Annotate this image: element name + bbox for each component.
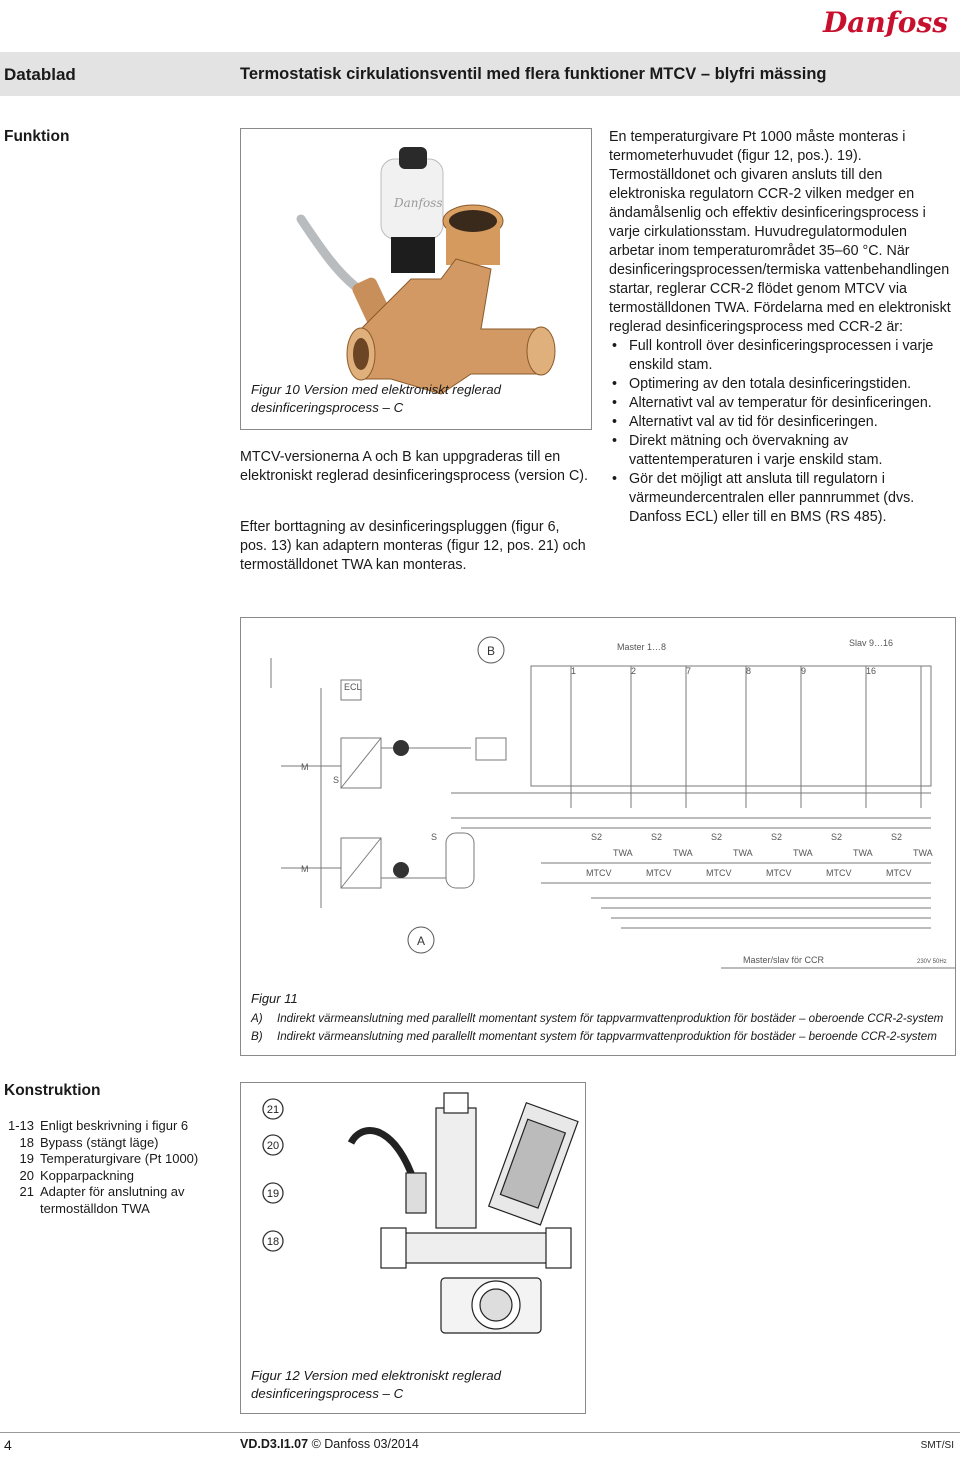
twa-label: TWA [853,848,873,858]
s2-label: S2 [891,832,902,842]
figure-12-frame: 21 20 19 18 Figur 12 Version med el [240,1082,586,1414]
twa-label: TWA [613,848,633,858]
twa-label: TWA [733,848,753,858]
document-type: Datablad [4,65,76,84]
document-title: Termostatisk cirkulationsventil med fler… [240,65,827,83]
copyright: © Danfoss 03/2014 [311,1437,419,1451]
motor-label: M [301,762,309,772]
figure-10-frame: Danfoss Figur 10 Version med elektronisk… [240,128,592,430]
callout-21: 21 [267,1104,279,1116]
motor-label: M [301,864,309,874]
s2-label: S2 [591,832,602,842]
list-item: Full kontroll över desinficeringsprocess… [609,337,955,375]
doc-code: VD.D3.I1.07 [240,1437,309,1451]
footer-right-code: SMT/SI [920,1440,954,1451]
riser-number: 1 [571,666,576,676]
mtcv-label: MTCV [586,868,612,878]
system-diagram: B A Master 1…8 Slav 9…16 1 2 7 8 9 16 EC… [270,636,955,969]
caption-b-label: B) [251,1030,263,1043]
list-item: termoställdon TWA [40,1200,150,1216]
mtcv-label: MTCV [886,868,912,878]
header-bar [0,52,960,96]
s2-label: S2 [771,832,782,842]
twa-label: TWA [793,848,813,858]
section-title-konstruktion: Konstruktion [4,1082,101,1099]
list-item: Alternativt val av temperatur för desinf… [609,394,955,413]
sensor-label: S [333,775,339,785]
ecl-label: ECL [344,682,362,692]
twa-label: TWA [673,848,693,858]
mtcv-label: MTCV [646,868,672,878]
slave-label: Slav 9…16 [849,638,893,648]
riser-number: 9 [801,666,806,676]
paragraph-upgrade: MTCV-versionerna A och B kan uppgraderas… [240,449,589,484]
mtcv-label: MTCV [826,868,852,878]
valve-photo: Danfoss [296,147,556,395]
diagram-label-a: A [417,934,425,948]
twa-label: TWA [913,848,933,858]
s2-label: S2 [651,832,662,842]
list-item: Gör det möjligt att ansluta till regulat… [609,470,955,527]
list-item: Direkt mätning och övervakning av vatten… [609,432,955,470]
riser-number: 16 [866,666,876,676]
riser-number: 7 [686,666,691,676]
page-number: 4 [4,1437,12,1453]
riser-number: 2 [631,666,636,676]
voltage-label: 230V 50Hz [917,959,947,965]
diagram-label-b: B [487,644,495,658]
danfoss-logo: Danfoss [822,6,948,39]
footer-doc: VD.D3.I1.07 © Danfoss 03/2014 [240,1437,419,1451]
mtcv-label: MTCV [706,868,732,878]
caption-b-text: Indirekt värmeanslutning med parallellt … [277,1030,937,1043]
callout-20: 20 [267,1140,279,1152]
paragraph-adapter: Efter borttagning av desinficeringsplugg… [240,519,586,573]
sensor-label: S [431,832,437,842]
valve-section-drawing: 21 20 19 18 [262,1092,579,1334]
section-title-funktion: Funktion [4,128,70,145]
benefit-list: Full kontroll över desinficeringsprocess… [609,337,955,527]
callout-18: 18 [267,1236,279,1248]
footer-rule [0,1432,960,1433]
riser-number: 8 [746,666,751,676]
master-label: Master 1…8 [617,642,666,652]
s2-label: S2 [831,832,842,842]
figure-11-caption-a: A) Indirekt värmeanslutning med parallell… [251,1010,951,1027]
master-slave-ccr-label: Master/slav för CCR [743,955,825,965]
caption-a-text: Indirekt värmeanslutning med parallellt … [277,1012,944,1025]
figure-10-caption: Figur 10 Version med elektroniskt regler… [251,382,502,415]
list-item: Optimering av den totala desinficeringst… [609,375,955,394]
paragraph-sensor: En temperaturgivare Pt 1000 måste monter… [609,129,951,335]
s2-label: S2 [711,832,722,842]
svg-text:Danfoss: Danfoss [393,196,443,210]
figure-11-caption-b: B) Indirekt värmeanslutning med parallell… [251,1028,951,1045]
figure-11-caption-title: Figur 11 [251,991,298,1006]
figure-12-caption: Figur 12 Version med elektroniskt regler… [251,1368,502,1401]
right-column: En temperaturgivare Pt 1000 måste monter… [609,128,955,527]
list-item: Alternativt val av tid för desinficering… [609,413,955,432]
caption-a-label: A) [251,1012,263,1025]
callout-19: 19 [267,1188,279,1200]
figure-11-frame: B A Master 1…8 Slav 9…16 1 2 7 8 9 16 EC… [240,617,956,1056]
mtcv-label: MTCV [766,868,792,878]
